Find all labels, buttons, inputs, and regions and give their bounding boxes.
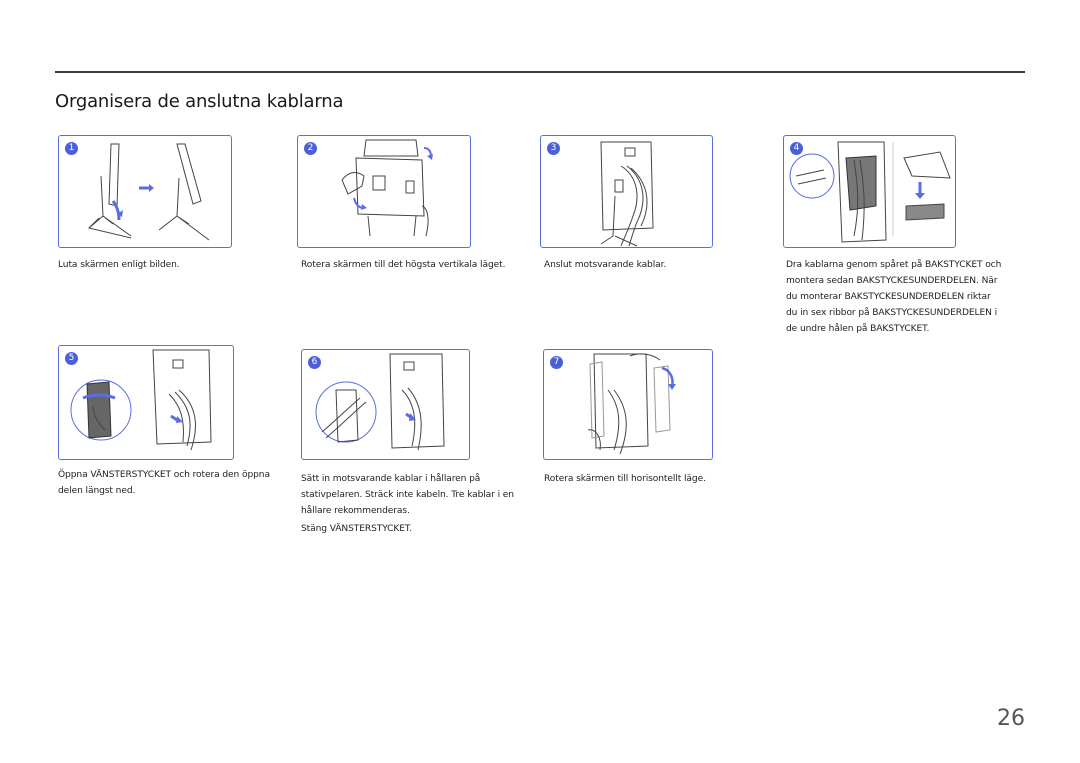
step-3-badge: 3: [547, 142, 560, 155]
step-6-caption: Sätt in motsvarande kablar i hållaren på…: [301, 474, 514, 516]
step-2-illustration: 2: [297, 135, 471, 248]
step-2-caption: Rotera skärmen till det högsta vertikala…: [301, 260, 506, 270]
step-7-badge: 7: [550, 356, 563, 369]
step-1-caption: Luta skärmen enligt bilden.: [58, 260, 180, 270]
step-3-illustration: 3: [540, 135, 713, 248]
insert-cables-holder-illustration: [315, 353, 445, 451]
section-title: Organisera de anslutna kablarna: [55, 91, 344, 112]
step-6-caption-close: Stäng VÄNSTERSTYCKET.: [301, 524, 413, 534]
step-4-badge: 4: [790, 142, 803, 155]
step-5-badge: 5: [65, 352, 78, 365]
rotate-horizontal-illustration: [587, 353, 676, 455]
step-4-caption: Dra kablarna genom spåret på BAKSTYCKET …: [786, 260, 1002, 334]
step-5-illustration: 5: [58, 345, 234, 460]
step-4-illustration: 4: [783, 135, 956, 248]
step-1-badge: 1: [65, 142, 78, 155]
back-cover-assembly-illustration: [789, 141, 951, 243]
open-left-cover-illustration: [70, 349, 212, 451]
step-6-illustration: 6: [301, 349, 470, 460]
step-5-caption: Öppna VÄNSTERSTYCKET och rotera den öppn…: [58, 470, 270, 496]
rotate-vertical-illustration: [341, 139, 433, 237]
connect-cables-illustration: [600, 141, 654, 247]
step-3-caption: Anslut motsvarande kablar.: [544, 260, 667, 270]
header-rule: [55, 71, 1025, 73]
step-2-badge: 2: [304, 142, 317, 155]
page-number: 26: [997, 706, 1025, 731]
step-6-badge: 6: [308, 356, 321, 369]
step-7-caption: Rotera skärmen till horisontellt läge.: [544, 474, 706, 484]
step-7-illustration: 7: [543, 349, 713, 460]
tilt-monitor-illustration: [88, 143, 210, 241]
step-1-illustration: 1: [58, 135, 232, 248]
